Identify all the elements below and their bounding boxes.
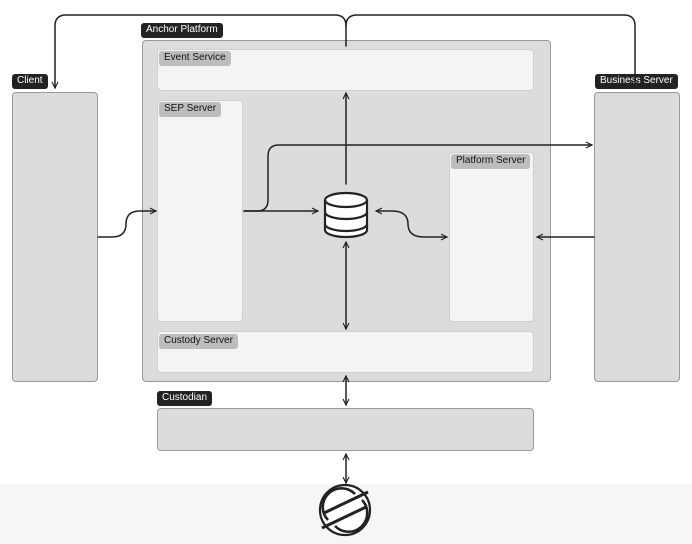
platform-server-box (449, 152, 534, 322)
stellar-logo-icon (318, 483, 372, 537)
event-service-label: Event Service (159, 51, 231, 66)
platform-server-label: Platform Server (451, 154, 531, 169)
sep-to-business-line (243, 141, 593, 212)
client-box (12, 92, 98, 382)
sep-server-label: SEP Server (159, 102, 222, 117)
anchor-platform-label: Anchor Platform (141, 23, 223, 38)
event-to-business-line (345, 14, 639, 89)
sep-server-box (157, 100, 243, 322)
business-server-label: Business Server (595, 74, 678, 89)
database-icon (323, 191, 369, 239)
event-to-client-line (51, 14, 347, 89)
client-label: Client (12, 74, 48, 89)
custodian-box (157, 408, 534, 451)
client-to-sep-line (97, 207, 157, 238)
custody-server-label: Custody Server (159, 334, 238, 349)
custodian-label: Custodian (157, 391, 213, 406)
database-to-platform-line (375, 207, 448, 241)
